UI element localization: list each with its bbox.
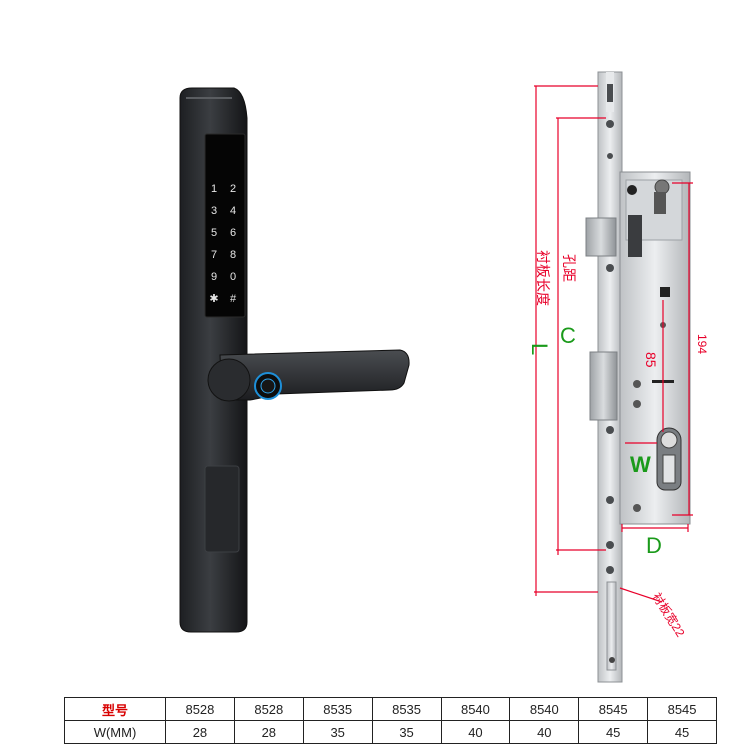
bottom-cover bbox=[204, 465, 240, 553]
plate-width-label: 衬板宽22 bbox=[649, 590, 688, 640]
dim-l-label: L bbox=[527, 343, 552, 355]
keypad-key: 0 bbox=[230, 271, 236, 283]
width-cell: 35 bbox=[371, 720, 442, 744]
latch-bolt bbox=[585, 217, 617, 257]
model-cell: 8540 bbox=[509, 697, 580, 721]
keypad-panel bbox=[204, 133, 246, 318]
keypad-key: 3 bbox=[211, 205, 217, 217]
handle-rose bbox=[207, 358, 251, 402]
width-cell: 45 bbox=[578, 720, 649, 744]
keypad-keys: 1 2 3 4 5 6 7 8 9 0 ✱ # bbox=[209, 183, 237, 305]
keypad-key: 9 bbox=[211, 271, 217, 283]
keypad-key: 5 bbox=[211, 227, 217, 239]
dim-w-label: W bbox=[630, 452, 651, 477]
model-cell: 8545 bbox=[647, 697, 717, 721]
width-cell: 40 bbox=[509, 720, 580, 744]
model-cell: 8540 bbox=[440, 697, 511, 721]
keypad-key: 4 bbox=[230, 205, 236, 217]
mortise-lock bbox=[585, 71, 691, 683]
model-cell: 8528 bbox=[233, 697, 304, 721]
width-cell: 28 bbox=[165, 720, 235, 744]
width-cell: 35 bbox=[302, 720, 373, 744]
keypad-key: 6 bbox=[230, 227, 236, 239]
keypad-key: 1 bbox=[211, 183, 217, 195]
product-scene: 1 2 3 4 5 6 7 8 9 0 ✱ # bbox=[179, 71, 709, 683]
width-cell: 45 bbox=[647, 720, 717, 744]
width-header: W(MM) bbox=[64, 720, 166, 744]
dimension-lines bbox=[534, 85, 693, 603]
hole-distance-label: 孔距 bbox=[561, 254, 577, 282]
model-cell: 8535 bbox=[302, 697, 373, 721]
dim-c-label: C bbox=[560, 323, 576, 348]
keypad-key: 7 bbox=[211, 249, 217, 261]
model-cell: 8545 bbox=[578, 697, 649, 721]
keypad-key: # bbox=[230, 293, 237, 305]
dim-85-label: 85 bbox=[643, 352, 659, 368]
plate-length-label: 衬板长度 bbox=[535, 250, 551, 306]
keypad-key: ✱ bbox=[209, 293, 218, 305]
dead-bolt bbox=[589, 351, 618, 421]
model-header: 型号 bbox=[64, 697, 166, 721]
model-cell: 8528 bbox=[165, 697, 235, 721]
dim-194-label: 194 bbox=[695, 334, 709, 354]
model-cell: 8535 bbox=[371, 697, 442, 721]
keypad-key: 8 bbox=[230, 249, 236, 261]
dim-d-label: D bbox=[646, 533, 662, 558]
keypad-key: 2 bbox=[230, 183, 236, 195]
smart-lock: 1 2 3 4 5 6 7 8 9 0 ✱ # bbox=[179, 87, 410, 633]
width-cell: 28 bbox=[233, 720, 304, 744]
width-cell: 40 bbox=[440, 720, 511, 744]
